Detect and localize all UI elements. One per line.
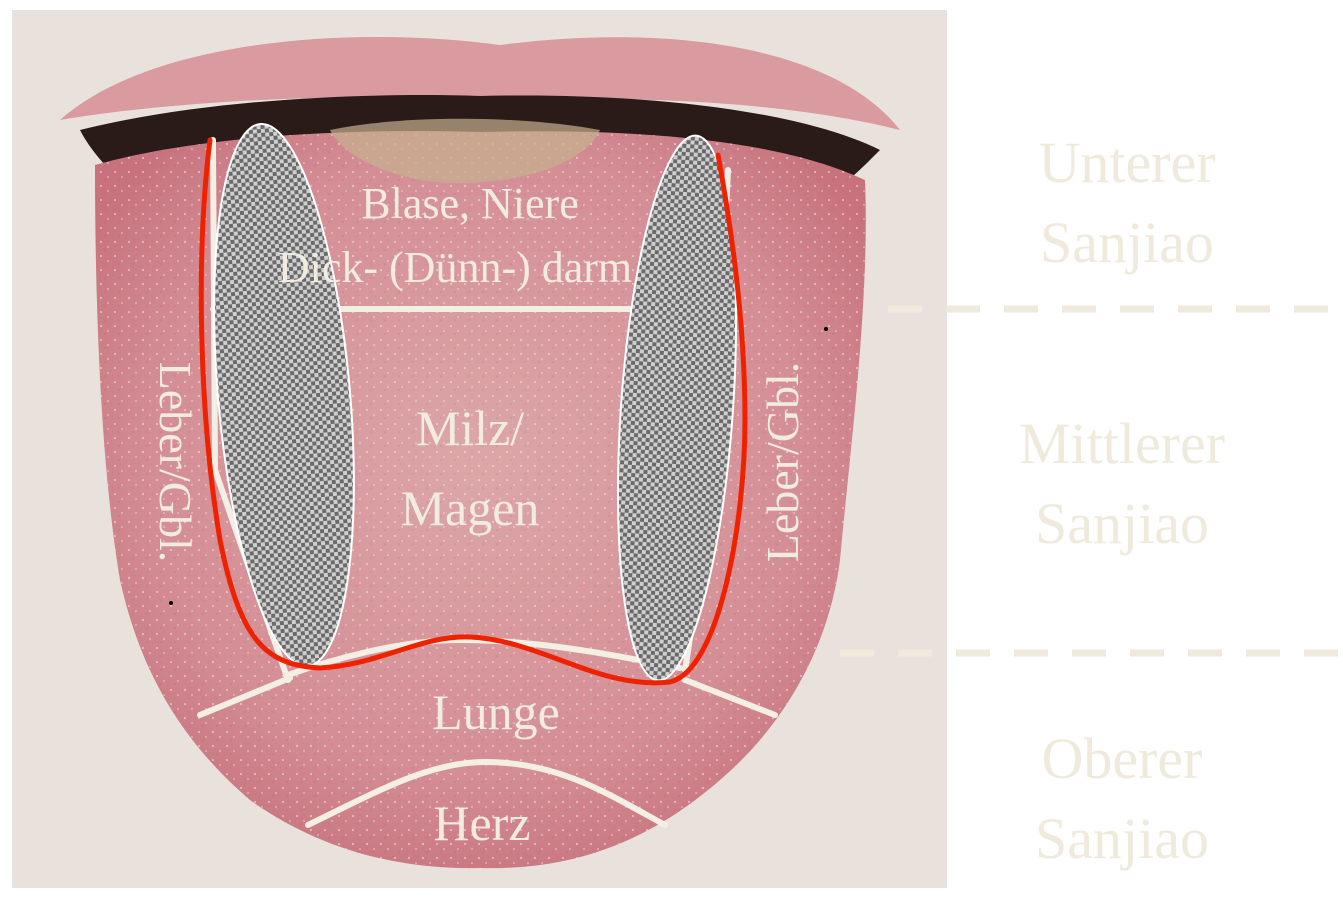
marker-dot xyxy=(824,327,828,331)
zone-upper-line2: Sanjiao xyxy=(1035,806,1209,871)
label-lower-organs: Blase, Niere xyxy=(361,179,578,228)
marker-dot xyxy=(169,601,173,605)
label-middle-2: Magen xyxy=(401,480,540,536)
zone-lower-line1: Unterer xyxy=(1038,130,1215,195)
label-heart: Herz xyxy=(433,795,530,851)
zone-upper-line1: Oberer xyxy=(1041,726,1202,791)
zone-middle-line1: Mittlerer xyxy=(1019,411,1225,476)
label-left-side: Leber/Gbl. xyxy=(150,362,201,563)
label-right-side: Leber/Gbl. xyxy=(757,362,808,563)
label-lower-organs-2: Dick- (Dünn-) darm xyxy=(278,243,632,292)
label-lung: Lunge xyxy=(432,684,560,740)
zone-lower-line2: Sanjiao xyxy=(1040,210,1214,275)
zone-middle-line2: Sanjiao xyxy=(1035,491,1209,556)
label-middle-1: Milz/ xyxy=(416,400,524,456)
